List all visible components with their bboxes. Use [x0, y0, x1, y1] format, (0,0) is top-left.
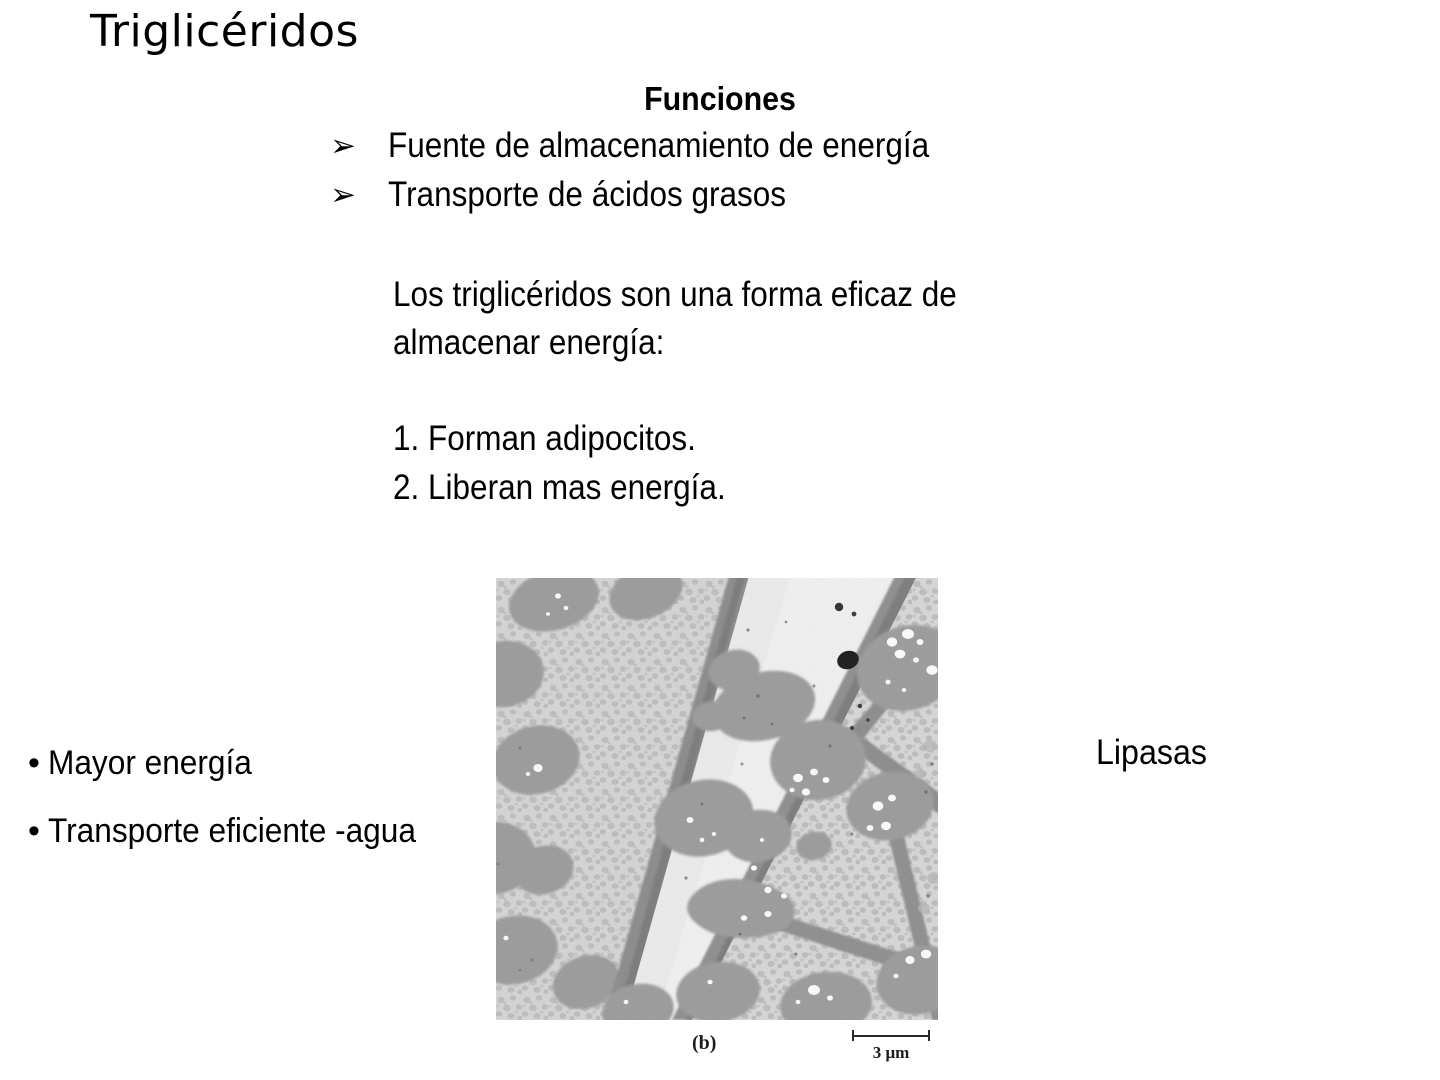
arrow-bullet-icon: ➢ [330, 128, 356, 164]
page-title: Triglicéridos [90, 6, 359, 57]
dot-bullet-icon: • [28, 812, 40, 850]
list-item: ➢ Fuente de almacenamiento de energía [330, 123, 1150, 172]
list-item-label: Fuente de almacenamiento de energía [388, 126, 930, 165]
list-item-label: Transporte de ácidos grasos [388, 175, 787, 214]
micrograph-graphic [496, 578, 938, 1020]
scale-bar-label: 3 μm [872, 1043, 910, 1062]
scale-bar-tick-left [852, 1030, 854, 1041]
figure-caption-row: (b) 3 μm [496, 1026, 938, 1070]
funciones-list: ➢ Fuente de almacenamiento de energía ➢ … [330, 123, 1150, 221]
electron-micrograph-image [496, 578, 938, 1020]
funciones-heading: Funciones [644, 80, 796, 117]
list-item: • Transporte eficiente -agua [28, 808, 498, 854]
list-item: ➢ Transporte de ácidos grasos [330, 172, 1150, 221]
micrograph-figure: (b) 3 μm [496, 578, 938, 1070]
paragraph-line: almacenar energía: [393, 323, 665, 362]
lipasas-label: Lipasas [1096, 733, 1207, 772]
figure-caption: (b) [692, 1032, 717, 1054]
scale-bar-line [852, 1030, 930, 1041]
list-item: • Mayor energía [28, 740, 498, 786]
scale-bar: 3 μm [852, 1030, 930, 1063]
numbered-list-item: 1. Forman adipocitos. [393, 419, 696, 458]
scale-bar-tick-right [928, 1030, 930, 1041]
list-item-label: Transporte eficiente -agua [48, 812, 416, 850]
arrow-bullet-icon: ➢ [330, 177, 356, 213]
paragraph-block: Los triglicéridos son una forma eficaz d… [393, 271, 1153, 367]
left-bullet-list: • Mayor energía • Transporte eficiente -… [28, 740, 498, 876]
dot-bullet-icon: • [28, 744, 40, 782]
numbered-list: 1. Forman adipocitos. 2. Liberan mas ene… [393, 414, 993, 512]
paragraph-line: Los triglicéridos son una forma eficaz d… [393, 275, 957, 314]
list-item-label: Mayor energía [48, 744, 252, 782]
numbered-list-item: 2. Liberan mas energía. [393, 468, 726, 507]
